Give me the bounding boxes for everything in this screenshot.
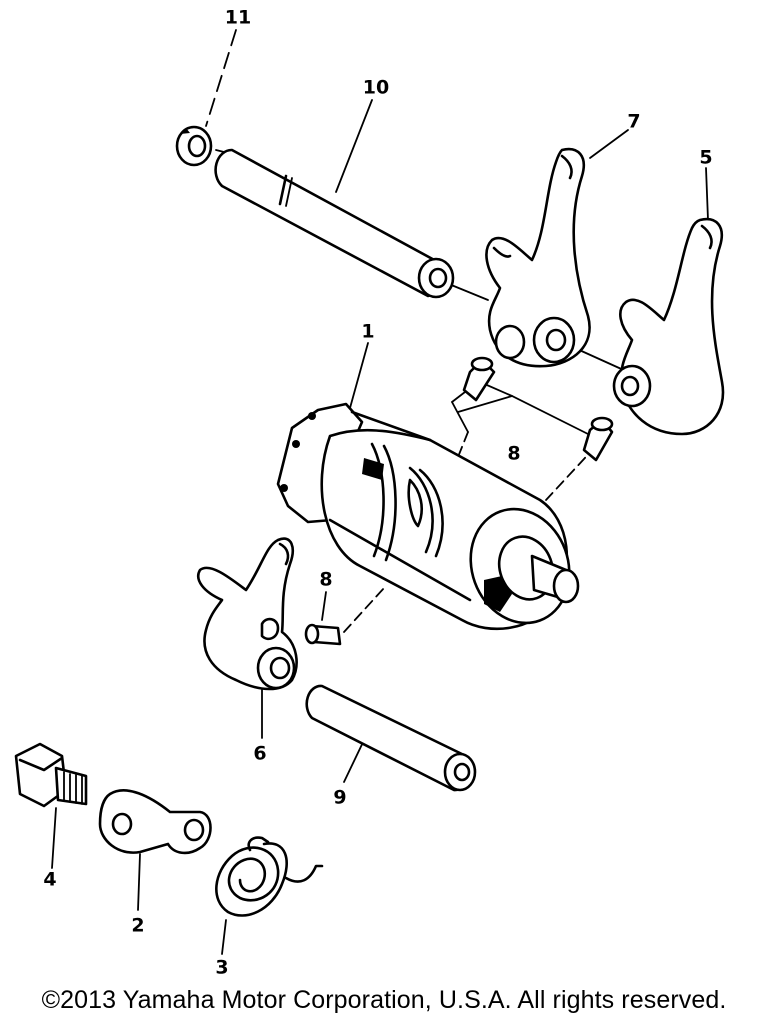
callout-7: 7 bbox=[627, 110, 641, 133]
callout-3: 3 bbox=[215, 956, 229, 979]
guide-bar-lower-art bbox=[305, 684, 477, 792]
callout-8-top: 8 bbox=[507, 442, 521, 465]
circlip-art bbox=[175, 125, 213, 167]
callout-1: 1 bbox=[361, 320, 375, 343]
callout-11: 11 bbox=[224, 6, 252, 29]
shift-fork-left-art bbox=[197, 537, 298, 691]
drum-art bbox=[276, 402, 580, 631]
callout-4: 4 bbox=[43, 868, 57, 891]
torsion-spring-art bbox=[215, 836, 324, 917]
guide-bar-upper-art bbox=[214, 148, 455, 299]
bolt-art bbox=[14, 742, 88, 808]
callout-10: 10 bbox=[362, 76, 390, 99]
guide-pin-left-art bbox=[304, 623, 342, 646]
guide-pins-top-art bbox=[462, 356, 614, 462]
callout-9: 9 bbox=[333, 786, 347, 809]
callout-5: 5 bbox=[699, 146, 713, 169]
stopper-lever-art bbox=[98, 789, 212, 855]
copyright-notice: ©2013 Yamaha Motor Corporation, U.S.A. A… bbox=[41, 986, 727, 1014]
callout-8-left: 8 bbox=[319, 568, 333, 591]
callout-2: 2 bbox=[131, 914, 145, 937]
shift-fork-right-art bbox=[612, 217, 725, 436]
exploded-parts-diagram: 11 10 7 5 1 8 8 6 9 4 2 3 bbox=[14, 6, 725, 979]
diagram-artwork bbox=[14, 29, 725, 955]
callout-6: 6 bbox=[253, 742, 267, 765]
shift-fork-center-art bbox=[485, 147, 591, 368]
